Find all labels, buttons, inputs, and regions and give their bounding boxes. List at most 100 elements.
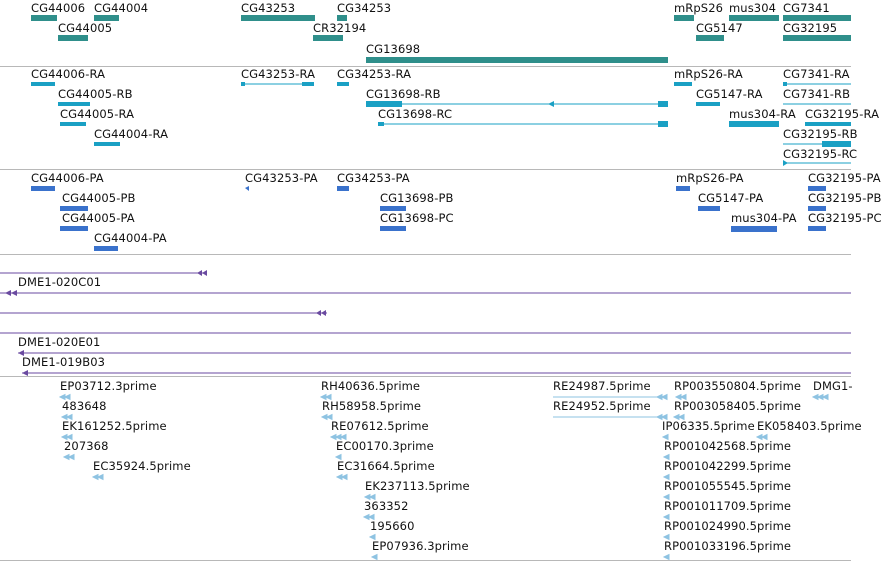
gene-bar: [783, 35, 851, 41]
transcript-glyph: [366, 101, 402, 107]
protein-label[interactable]: CG44005-PA: [62, 211, 135, 225]
gene-bar: [674, 15, 694, 21]
protein-label[interactable]: CG43253-PA: [245, 171, 318, 185]
gene-bar: [31, 15, 57, 21]
protein-label[interactable]: CG13698-PC: [380, 211, 454, 225]
transcript-label[interactable]: CG34253-RA: [337, 67, 412, 81]
gene-label[interactable]: mus304: [729, 1, 777, 15]
transcript-label[interactable]: mRpS26-RA: [674, 67, 743, 81]
est-label[interactable]: RP001042299.5prime: [664, 459, 792, 473]
transcript-glyph: [729, 121, 779, 127]
est-label[interactable]: EC35924.5prime: [93, 459, 191, 473]
transcript-glyph: [60, 122, 86, 126]
transcript-label[interactable]: CG32195-RA: [805, 107, 880, 121]
est-glyph: [329, 433, 347, 441]
est-label[interactable]: EC00170.3prime: [336, 439, 434, 453]
est-label[interactable]: 363352: [364, 499, 409, 513]
gene-label[interactable]: CG44004: [94, 1, 149, 15]
clone-glyph: [5, 290, 17, 296]
est-label[interactable]: RP001024990.5prime: [664, 519, 792, 533]
est-label[interactable]: EC31664.5prime: [337, 459, 435, 473]
protein-label[interactable]: CG44006-PA: [31, 171, 104, 185]
est-label[interactable]: RE07612.5prime: [331, 419, 429, 433]
est-glyph: [662, 513, 670, 521]
est-label[interactable]: 483648: [62, 399, 107, 413]
est-label[interactable]: 195660: [370, 519, 415, 533]
protein-glyph: [337, 186, 349, 191]
est-label[interactable]: EP03712.3prime: [60, 379, 157, 393]
transcript-label[interactable]: CG32195-RC: [783, 147, 858, 161]
transcript-label[interactable]: CG13698-RC: [378, 107, 453, 121]
protein-label[interactable]: CG32195-PC: [808, 211, 882, 225]
gene-bars: [31, 15, 851, 63]
est-label[interactable]: EP07936.3prime: [372, 539, 469, 553]
gene-label[interactable]: CG44006: [31, 1, 86, 15]
gene-label[interactable]: CG5147: [696, 21, 743, 35]
gene-label[interactable]: CG44005: [58, 21, 113, 35]
est-label[interactable]: RP001055545.5prime: [664, 479, 792, 493]
clone-label[interactable]: DME1-020E01: [18, 335, 101, 349]
est-label[interactable]: 207368: [64, 439, 109, 453]
clone-label[interactable]: DME1-019B03: [22, 355, 106, 369]
gene-label[interactable]: CG13698: [366, 42, 421, 56]
est-label[interactable]: RE24952.5prime: [553, 399, 651, 413]
est-label[interactable]: EK058403.5prime: [757, 419, 862, 433]
est-label[interactable]: RP001011709.5prime: [664, 499, 792, 513]
transcript-glyph: [31, 82, 55, 86]
protein-label[interactable]: CG32195-PA: [808, 171, 881, 185]
est-glyph: [334, 453, 342, 461]
gene-label[interactable]: CR32194: [313, 21, 367, 35]
clone-label[interactable]: DME1-020C01: [18, 275, 102, 289]
gene-label[interactable]: CG7341: [783, 1, 830, 15]
protein-label[interactable]: CG13698-PB: [380, 191, 454, 205]
transcript-label[interactable]: CG5147-RA: [696, 87, 763, 101]
gene-label[interactable]: CG32195: [783, 21, 838, 35]
transcript-label[interactable]: mus304-RA: [729, 107, 796, 121]
protein-label[interactable]: CG34253-PA: [337, 171, 410, 185]
protein-label[interactable]: CG44005-PB: [62, 191, 136, 205]
est-glyph: [811, 393, 829, 401]
est-label[interactable]: IP06335.5prime: [662, 419, 755, 433]
gene-bar: [696, 35, 724, 41]
protein-label[interactable]: mRpS26-PA: [676, 171, 744, 185]
gene-label[interactable]: mRpS26: [674, 1, 724, 15]
est-label[interactable]: RP003058405.5prime: [674, 399, 802, 413]
transcript-label[interactable]: CG44005-RA: [60, 107, 135, 121]
est-label[interactable]: RH58958.5prime: [322, 399, 422, 413]
est-label[interactable]: RP003550804.5prime: [674, 379, 802, 393]
protein-label[interactable]: CG44004-PA: [94, 231, 167, 245]
protein-label[interactable]: CG5147-PA: [698, 191, 764, 205]
protein-glyph: [676, 186, 690, 191]
gene-label[interactable]: CG34253: [337, 1, 392, 15]
transcript-label[interactable]: CG13698-RB: [366, 87, 441, 101]
transcript-label[interactable]: CG44006-RA: [31, 67, 106, 81]
gene-label[interactable]: CG43253: [241, 1, 296, 15]
est-glyph: [320, 413, 333, 421]
protein-label[interactable]: mus304-PA: [731, 211, 797, 225]
est-label[interactable]: EK161252.5prime: [62, 419, 167, 433]
transcript-label[interactable]: CG43253-RA: [241, 67, 316, 81]
est-label[interactable]: EK237113.5prime: [365, 479, 470, 493]
protein-label[interactable]: CG32195-PB: [808, 191, 882, 205]
est-glyph: [662, 493, 670, 501]
est-glyph: [672, 413, 685, 421]
transcript-label[interactable]: CG44005-RB: [58, 87, 133, 101]
est-glyphs: [58, 393, 829, 561]
est-glyph: [62, 453, 75, 461]
est-label[interactable]: RH40636.5prime: [321, 379, 421, 393]
gene-bar: [313, 35, 343, 41]
est-glyph: [370, 553, 378, 561]
est-glyph: [60, 413, 73, 421]
feature-glyphs: [0, 15, 851, 561]
est-label[interactable]: DMG1-: [813, 379, 853, 393]
transcript-label[interactable]: CG7341-RB: [783, 87, 851, 101]
transcript-label[interactable]: CG44004-RA: [94, 127, 169, 141]
est-glyph: [662, 533, 670, 541]
transcript-glyph: [94, 142, 120, 146]
est-label[interactable]: RP001033196.5prime: [664, 539, 792, 553]
transcript-label[interactable]: CG32195-RB: [783, 127, 858, 141]
transcript-label[interactable]: CG7341-RA: [783, 67, 850, 81]
est-label[interactable]: RE24987.5prime: [553, 379, 651, 393]
est-label[interactable]: RP001042568.5prime: [664, 439, 792, 453]
clone-glyph: [316, 310, 326, 316]
